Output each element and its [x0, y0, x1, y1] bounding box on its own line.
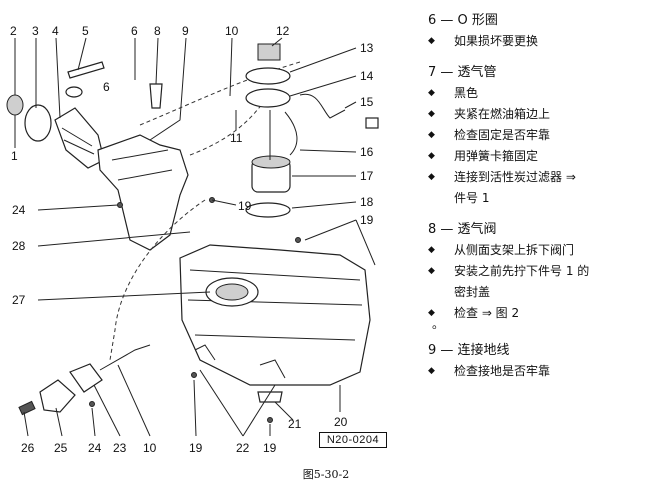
note-item: ◆连接到活性炭过滤器 ⇒: [428, 167, 648, 188]
note-item: ◆如果损坏要更换: [428, 31, 648, 52]
plug-part: [365, 117, 379, 129]
note-section-8: 8 — 透气阀 ◆从侧面支架上拆下阀门 ◆安装之前先拧下件号 1 的 密封盖 ◆…: [428, 219, 648, 330]
fuel-filter-part: [39, 379, 76, 413]
callout-4: 4: [52, 24, 59, 38]
callout-16: 16: [360, 145, 374, 159]
bolt-24b: [89, 401, 95, 407]
seal-ring-part: [245, 202, 291, 218]
callout-13: 13: [360, 41, 374, 55]
bracket-part: [257, 391, 283, 403]
figure-code: N20-0204: [319, 432, 387, 448]
filter-holder-part: [69, 363, 103, 393]
note-item: ◆夹紧在燃油箱边上: [428, 104, 648, 125]
note-continuation: 密封盖: [454, 285, 491, 299]
filler-cap-part: [6, 94, 24, 116]
callout-23: 23: [113, 441, 127, 455]
callout-2: 2: [10, 24, 17, 38]
retaining-ring-part: [245, 67, 291, 85]
callout-19-bottom-right: 19: [263, 441, 277, 455]
callout-25: 25: [54, 441, 68, 455]
flange-part: [245, 88, 291, 108]
diamond-bullet-icon: ◆: [428, 366, 435, 376]
callout-labels: 2 3 4 5 6 8 9 10 12 13 14 6 15 11 1 16 1…: [10, 24, 374, 455]
callout-6-lower: 6: [103, 80, 110, 94]
callout-8: 8: [154, 24, 161, 38]
note-heading: 8 — 透气阀: [428, 222, 497, 237]
callout-19-upper: 19: [238, 199, 252, 213]
callout-5: 5: [82, 24, 89, 38]
note-item: ◆检查接地是否牢靠: [428, 361, 648, 382]
stray-mark: 。: [432, 317, 445, 331]
note-item: ◆检查 ⇒ 图 2: [428, 303, 648, 324]
callout-28: 28: [12, 239, 26, 253]
callout-10-top: 10: [225, 24, 239, 38]
diamond-bullet-icon: ◆: [428, 308, 435, 318]
gasket-ring-part: [24, 104, 52, 142]
wire-harness-part: [299, 93, 346, 119]
note-item: ◆安装之前先拧下件号 1 的: [428, 261, 648, 282]
vent-valve-part: [149, 83, 163, 109]
callout-1: 1: [11, 149, 18, 163]
note-item: ◆黑色: [428, 83, 648, 104]
callout-20: 20: [334, 415, 348, 429]
callout-21: 21: [288, 417, 302, 431]
callout-19-bottom-left: 19: [189, 441, 203, 455]
callout-12: 12: [276, 24, 290, 38]
callout-6: 6: [131, 24, 138, 38]
diamond-bullet-icon: ◆: [428, 151, 435, 161]
diamond-bullet-icon: ◆: [428, 109, 435, 119]
callout-22: 22: [236, 441, 250, 455]
callout-15: 15: [360, 95, 374, 109]
note-item: ◆用弹簧卡箍固定: [428, 146, 648, 167]
hose-end-part: [18, 400, 36, 416]
note-heading: 7 — 透气管: [428, 65, 497, 80]
note-continuation: 件号 1: [454, 191, 490, 205]
note-heading: 6 — O 形圈: [428, 13, 498, 28]
diamond-bullet-icon: ◆: [428, 130, 435, 140]
note-section-9: 9 — 连接地线 ◆检查接地是否牢靠: [428, 340, 648, 382]
diamond-bullet-icon: ◆: [428, 88, 435, 98]
callout-27: 27: [12, 293, 26, 307]
callout-9: 9: [182, 24, 189, 38]
parts-drawing: [6, 43, 379, 423]
diamond-bullet-icon: ◆: [428, 266, 435, 276]
diamond-bullet-icon: ◆: [428, 36, 435, 46]
bolt-19b: [267, 417, 273, 423]
callout-18: 18: [360, 195, 374, 209]
callout-24-left: 24: [12, 203, 26, 217]
callout-19-right: 19: [360, 213, 374, 227]
bolt-24a: [117, 202, 123, 208]
note-section-6: 6 — O 形圈 ◆如果损坏要更换: [428, 10, 648, 52]
bolt-19a: [191, 372, 197, 378]
bolt-19c: [295, 237, 301, 243]
callout-11: 11: [230, 131, 243, 145]
leader-lines: [14, 37, 376, 437]
fuel-tank-body: [179, 244, 371, 386]
callout-3: 3: [32, 24, 39, 38]
fuel-tank-exploded-diagram: 2 3 4 5 6 8 9 10 12 13 14 6 15 11 1 16 1…: [6, 24, 379, 455]
diamond-bullet-icon: ◆: [428, 172, 435, 182]
callout-17: 17: [360, 169, 374, 183]
note-item: ◆检查固定是否牢靠: [428, 125, 648, 146]
o-ring-part: [65, 86, 83, 98]
note-item: ◆从侧面支架上拆下阀门: [428, 240, 648, 261]
note-section-7: 7 — 透气管 ◆黑色 ◆夹紧在燃油箱边上 ◆检查固定是否牢靠 ◆用弹簧卡箍固定…: [428, 62, 648, 209]
callout-26: 26: [21, 441, 35, 455]
callout-14: 14: [360, 69, 374, 83]
note-heading: 9 — 连接地线: [428, 343, 510, 358]
figure-caption: 图5-30-2: [302, 468, 350, 481]
parts-notes: 6 — O 形圈 ◆如果损坏要更换 7 — 透气管 ◆黑色 ◆夹紧在燃油箱边上 …: [428, 10, 648, 392]
hose-clamp-part: [67, 61, 105, 79]
callout-24-bottom: 24: [88, 441, 102, 455]
callout-10-bottom: 10: [143, 441, 157, 455]
diamond-bullet-icon: ◆: [428, 245, 435, 255]
filler-pipe-part: [97, 134, 189, 251]
connector-part: [257, 43, 281, 61]
